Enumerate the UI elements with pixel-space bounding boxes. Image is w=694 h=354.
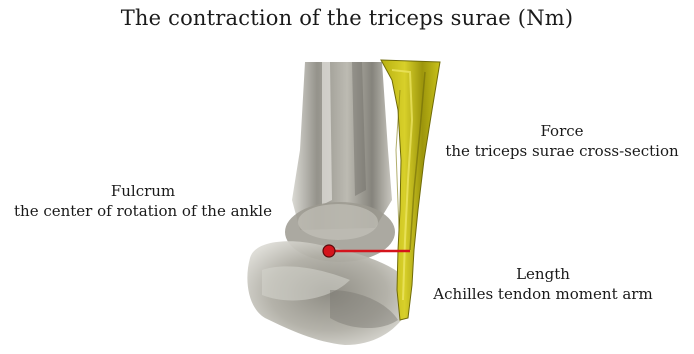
fulcrum-heading: Fulcrum: [0, 181, 286, 201]
force-label: Force the triceps surae cross-section: [430, 121, 694, 161]
length-label: Length Achilles tendon moment arm: [418, 264, 668, 304]
length-heading: Length: [418, 264, 668, 284]
fulcrum-detail: the center of rotation of the ankle: [0, 201, 286, 221]
fulcrum-label: Fulcrum the center of rotation of the an…: [0, 181, 286, 221]
force-heading: Force: [430, 121, 694, 141]
rotation-center-marker: [323, 245, 335, 257]
force-detail: the triceps surae cross-section: [430, 141, 694, 161]
length-detail: Achilles tendon moment arm: [418, 284, 668, 304]
